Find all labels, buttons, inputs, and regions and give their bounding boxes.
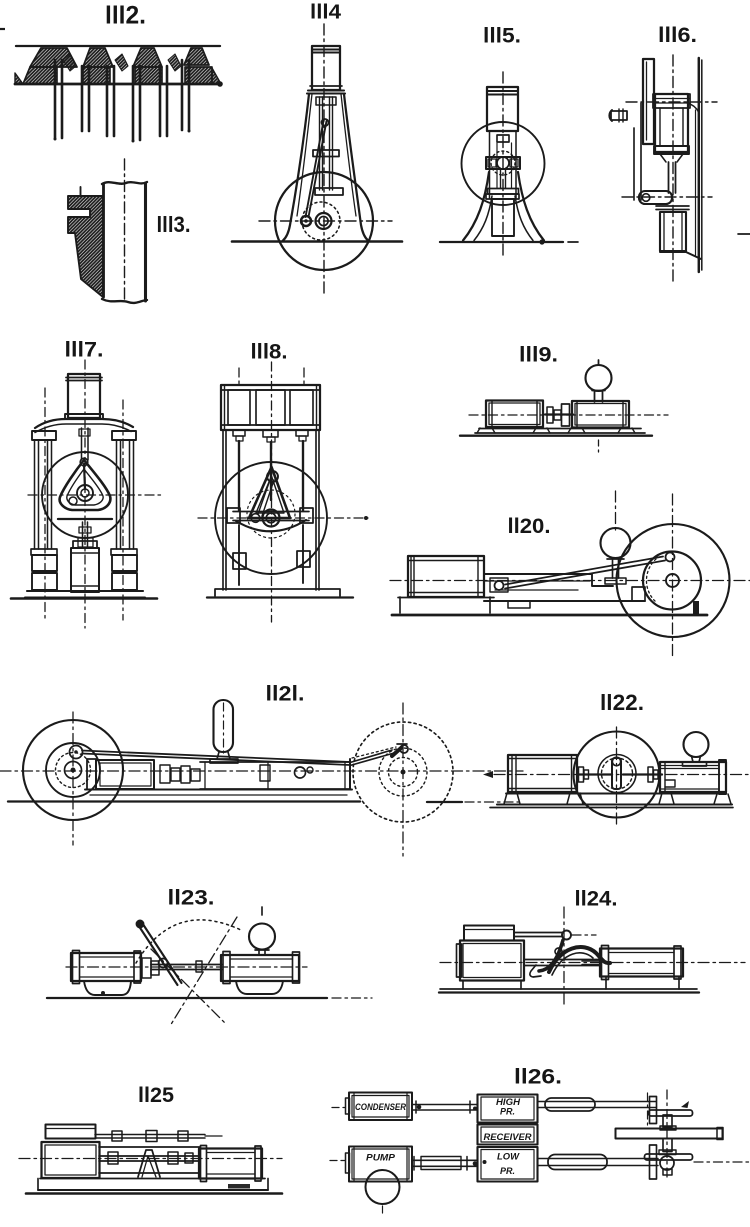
svg-text:ll23.: ll23. <box>168 887 215 910</box>
svg-text:ll2l.: ll2l. <box>266 683 305 706</box>
svg-text:lll5.: lll5. <box>483 25 521 48</box>
svg-text:lll8.: lll8. <box>251 341 288 364</box>
svg-text:PUMP: PUMP <box>366 1153 396 1163</box>
svg-text:lll3.: lll3. <box>157 212 191 237</box>
svg-text:lll9.: lll9. <box>519 344 558 367</box>
svg-text:HIGH: HIGH <box>496 1097 521 1107</box>
svg-text:lll7.: lll7. <box>65 339 104 362</box>
svg-text:PR.: PR. <box>500 1166 515 1176</box>
svg-text:ll25: ll25 <box>138 1084 174 1107</box>
svg-text:lll4: lll4 <box>310 2 342 24</box>
svg-text:LOW: LOW <box>497 1152 521 1162</box>
svg-text:lll2.: lll2. <box>105 2 146 30</box>
svg-text:ll24.: ll24. <box>575 888 618 911</box>
svg-text:ll20.: ll20. <box>508 515 551 538</box>
svg-text:ll22.: ll22. <box>600 690 644 715</box>
svg-text:ll26.: ll26. <box>514 1066 562 1089</box>
svg-text:RECEIVER: RECEIVER <box>484 1132 533 1142</box>
svg-text:CONDENSER: CONDENSER <box>355 1102 406 1112</box>
svg-text:lll6.: lll6. <box>658 24 697 47</box>
svg-text:PR.: PR. <box>500 1107 515 1117</box>
